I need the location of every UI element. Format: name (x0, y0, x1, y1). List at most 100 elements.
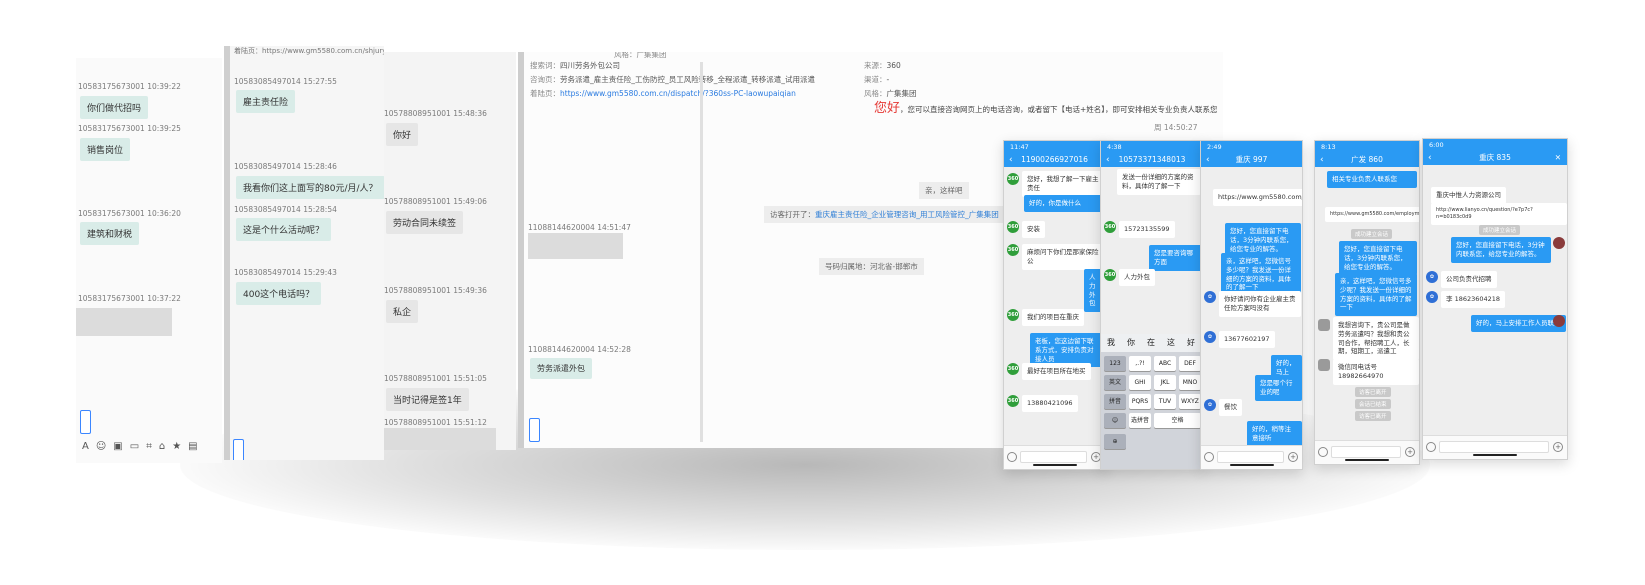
ime-keyboard: 我 你 在 这 好 不 一 123 ,.?! ABC DEF 英文 GHI JK… (1101, 334, 1203, 469)
bot-avatar-icon: 360 (1104, 221, 1116, 233)
phone-screen-2: 4:38 ‹10573371348013 发送一份详细的方案的资料，具体的了解一… (1100, 140, 1204, 470)
key-select-pinyin[interactable]: 选拼音 (1129, 413, 1151, 428)
chat-header: ‹重庆 997 (1201, 153, 1302, 167)
landing-page-value[interactable]: https://www.gm5580.com.cn/dispatch/?360s… (560, 89, 796, 98)
keyboard-icon[interactable] (1426, 442, 1436, 452)
message-timestamp: 11088144620004 14:52:28 (528, 345, 631, 354)
keyboard-icon[interactable] (1007, 452, 1017, 462)
bot-avatar-icon: 360 (1007, 244, 1019, 256)
file-icon[interactable]: ▤ (188, 440, 198, 452)
input-bar: + (1315, 440, 1419, 464)
message-input[interactable] (1439, 441, 1549, 453)
message-timestamp: 11088144620004 14:51:47 (528, 223, 631, 232)
back-icon[interactable]: ‹ (1106, 155, 1110, 165)
bot-avatar-icon: 360 (1007, 221, 1019, 233)
system-notice: 访客已离开 (1355, 387, 1391, 397)
chat-message: 你好请问你有企业雇主责任险方案吗没有 (1219, 291, 1301, 317)
source-label: 来源： (864, 61, 887, 70)
system-notice: 成功建立会话 (1479, 225, 1521, 235)
ime-candidate[interactable]: 你 (1127, 338, 1135, 347)
key-wxyz[interactable]: WXYZ (1179, 394, 1201, 409)
back-icon[interactable]: ‹ (1320, 155, 1324, 165)
visit-notice-link[interactable]: 重庆雇主责任险_企业管理咨询_用工风险管控_广集集团 (815, 210, 999, 219)
search-term-label: 搜索词： (530, 61, 560, 70)
image-icon[interactable]: ▣ (113, 440, 123, 452)
chat-input[interactable] (233, 439, 244, 460)
keyboard-icon[interactable] (1318, 447, 1328, 457)
chat-title: 重庆 835 (1479, 153, 1511, 162)
key-space[interactable]: 空格 (1154, 413, 1201, 428)
keyboard-icon[interactable] (1204, 452, 1214, 462)
globe-icon[interactable]: ⊕ (1104, 434, 1126, 449)
landing-page-row: 着陆页：https://www.gm5580.com.cn/dispatch/?… (530, 88, 796, 99)
font-icon[interactable]: A (82, 440, 89, 452)
key-123[interactable]: 123 (1104, 356, 1126, 371)
chat-message: 重庆中惟人力资源公司 (1431, 187, 1506, 204)
key-ghi[interactable]: GHI (1129, 375, 1151, 390)
ime-candidate[interactable]: 这 (1167, 338, 1175, 347)
message-bubble: 我看你们这上面写的80元/月/人？ (236, 176, 384, 199)
divider (700, 62, 703, 442)
chat-message: https://www.gm5580.com/ (1213, 189, 1302, 206)
close-icon[interactable]: ✕ (1554, 153, 1561, 162)
key-pqrs[interactable]: PQRS (1129, 394, 1151, 409)
star-icon[interactable]: ★ (172, 440, 182, 452)
chat-title: 11900266927016 (1021, 155, 1088, 164)
chat-message: 您好，我想了解一下雇主责任 (1022, 171, 1104, 197)
key-jkl[interactable]: JKL (1154, 375, 1176, 390)
key-english[interactable]: 英文 (1104, 375, 1126, 390)
chat-message: 我们的项目在重庆 (1022, 309, 1084, 326)
chat-message: 13880421096 (1022, 395, 1078, 412)
system-notice: 会话已结束 (1355, 399, 1391, 409)
message-timestamp: 10583085497014 15:29:43 (234, 268, 337, 277)
ime-candidate[interactable]: 好 (1187, 338, 1195, 347)
visitor-avatar-icon: ✿ (1426, 271, 1438, 283)
message-bubble: 劳务派遣外包 (530, 358, 592, 379)
key-punct[interactable]: ,.?! (1129, 356, 1151, 371)
visitor-avatar-icon: ✿ (1204, 331, 1216, 343)
crop-icon[interactable]: ⌗ (146, 440, 152, 452)
chat-message: 发送一份详细的方案的资料，具体的了解一下 (1117, 169, 1201, 195)
visitor-avatar-icon: ✿ (1204, 399, 1216, 411)
message-bubble: 当时记得是签1年 (386, 388, 469, 411)
key-mno[interactable]: MNO (1179, 375, 1201, 390)
message-bubble: 400这个电话吗？ (236, 282, 322, 305)
key-def[interactable]: DEF (1179, 356, 1201, 371)
source-value: 360 (886, 61, 901, 70)
tag-icon[interactable]: ⌂ (158, 440, 166, 452)
key-tuv[interactable]: TUV (1154, 394, 1176, 409)
message-timestamp: 10583085497014 15:28:54 (234, 205, 337, 214)
message-timestamp: 10578808951001 15:51:05 (384, 374, 487, 383)
chat-message: 相关专业负责人联系您 (1327, 171, 1417, 188)
key-abc[interactable]: ABC (1154, 356, 1176, 371)
chat-header: ‹广发 860 (1315, 153, 1419, 167)
emoji-key-icon[interactable]: ☺ (1104, 413, 1126, 428)
chat-message: 13677602197 (1219, 331, 1275, 348)
phone-location-notice: 号码归属地：河北省-邯郸市 (819, 258, 924, 275)
back-icon[interactable]: ‹ (1009, 155, 1013, 165)
chat-message: 李 18623604218 (1441, 291, 1506, 308)
search-term-row: 搜索词：四川劳务外包公司 (530, 60, 620, 71)
message-input[interactable] (1217, 451, 1284, 463)
message-input[interactable] (1020, 451, 1087, 463)
plus-icon[interactable]: + (1405, 447, 1415, 457)
chat-input[interactable] (529, 418, 540, 442)
status-bar: 4:38 (1101, 141, 1203, 153)
emoji-icon[interactable]: ☺ (95, 440, 107, 452)
plus-icon[interactable]: + (1288, 452, 1298, 462)
message-bubble: 劳动合同未续签 (386, 211, 464, 234)
visit-notice-prefix: 访客打开了： (770, 210, 815, 219)
plus-icon[interactable]: + (1553, 442, 1563, 452)
message-input[interactable] (1331, 446, 1401, 458)
chat-input[interactable] (80, 410, 91, 434)
key-pinyin[interactable]: 拼音 (1104, 394, 1126, 409)
ime-candidate[interactable]: 我 (1107, 338, 1115, 347)
channel-row: 渠道：- (864, 74, 889, 85)
folder-icon[interactable]: ▭ (129, 440, 140, 452)
visitor-avatar-icon: ✿ (1426, 291, 1438, 303)
ime-candidate[interactable]: 在 (1147, 338, 1155, 347)
status-bar: 6:00 (1423, 139, 1567, 151)
back-icon[interactable]: ‹ (1428, 153, 1432, 163)
back-icon[interactable]: ‹ (1206, 155, 1210, 165)
landing-page-label: 着陆页： (530, 89, 560, 98)
